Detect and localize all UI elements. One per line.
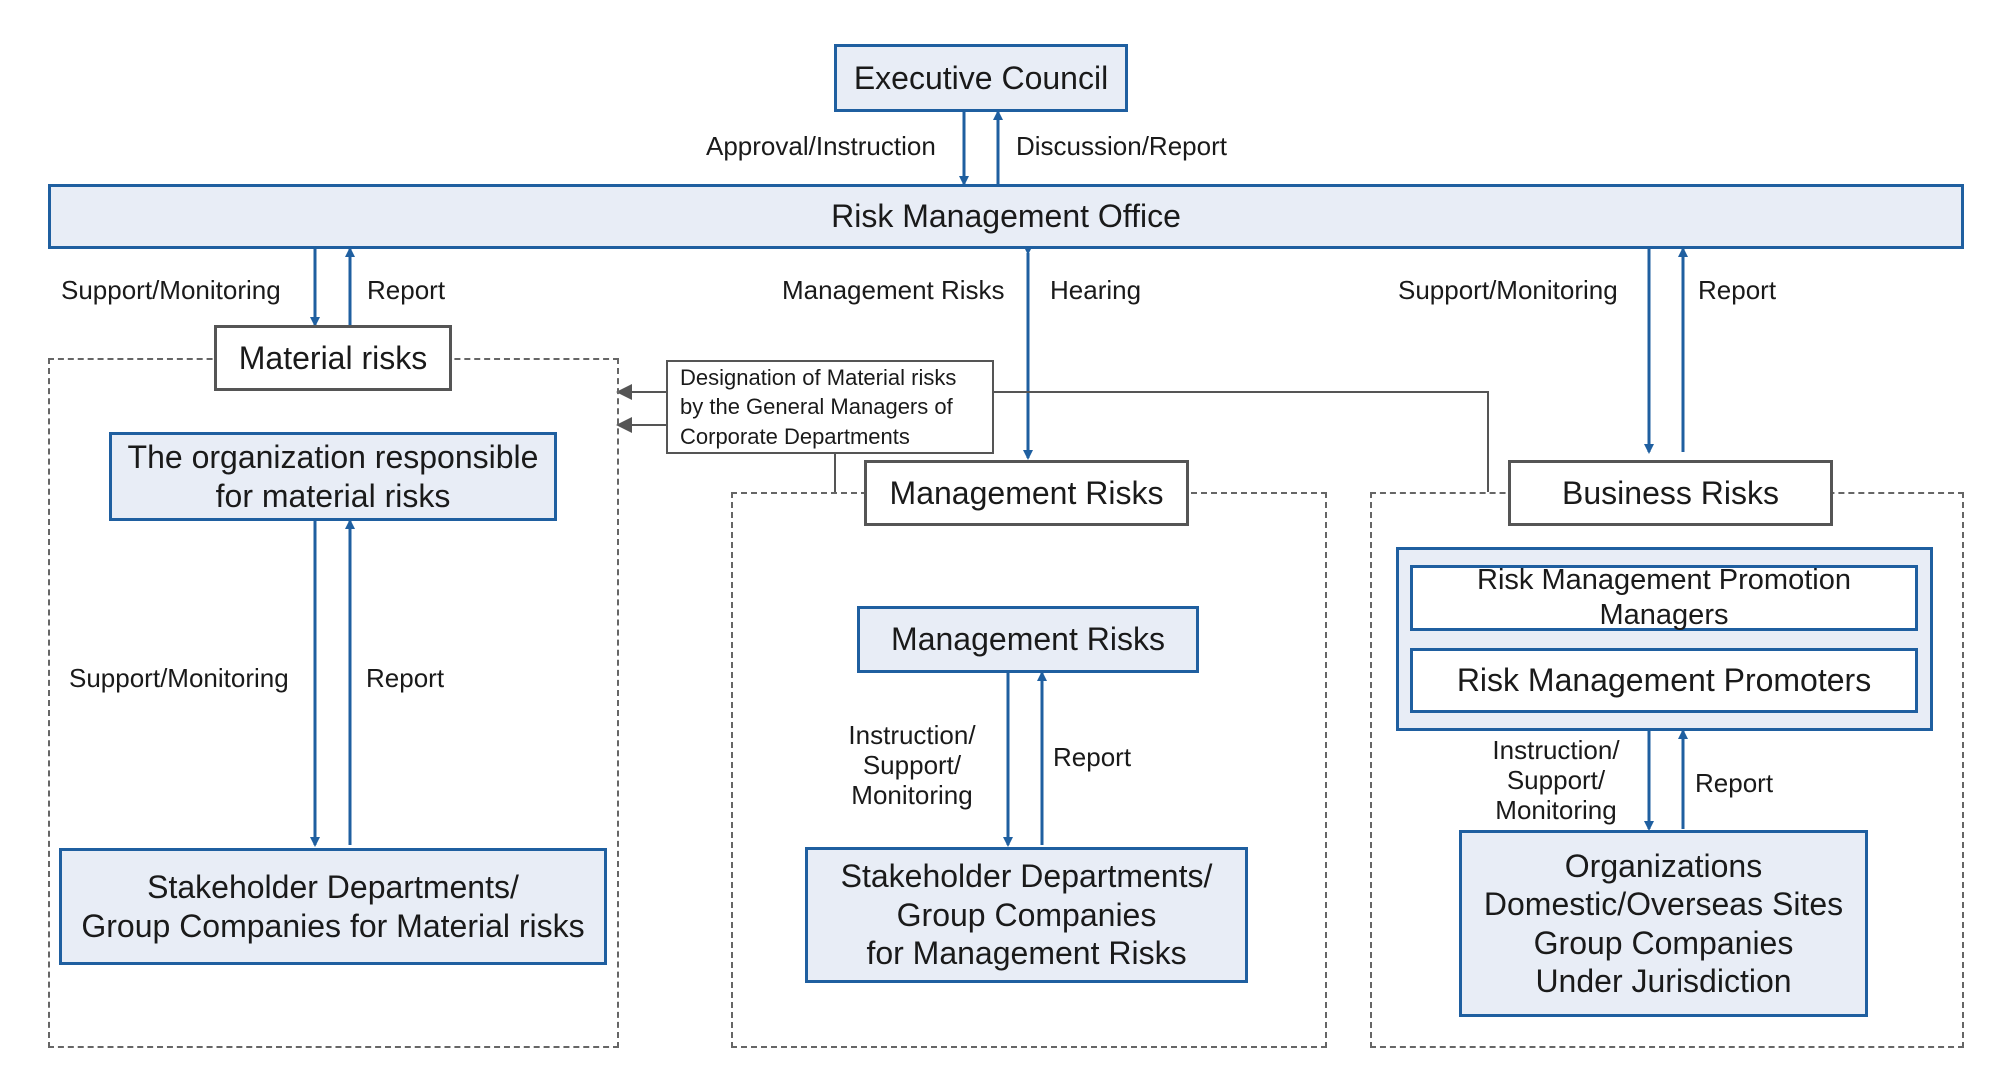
management-risks-inner-label: Management Risks bbox=[891, 621, 1165, 658]
approval-instruction-label: Approval/Instruction bbox=[706, 131, 936, 161]
discussion-report-label: Discussion/Report bbox=[1016, 131, 1227, 161]
org-responsible-label: The organization responsible for materia… bbox=[127, 439, 539, 514]
left-inner-report-label: Report bbox=[366, 663, 445, 693]
business-risks-header-label: Business Risks bbox=[1562, 474, 1779, 511]
risk-management-office-box: Risk Management Office bbox=[48, 184, 1964, 249]
note-connector-right bbox=[994, 391, 1489, 492]
promoters-box: Risk Management Promoters bbox=[1410, 648, 1918, 713]
center-inner-report-label: Report bbox=[1053, 742, 1132, 772]
center-management-risks-label: Management Risks bbox=[782, 275, 1005, 305]
executive-council-box: Executive Council bbox=[834, 44, 1128, 112]
material-risks-header-label: Material risks bbox=[238, 339, 428, 376]
management-stakeholders-label: Stakeholder Departments/ Group Companies… bbox=[840, 858, 1213, 972]
promotion-managers-box: Risk Management Promotion Managers bbox=[1410, 564, 1918, 631]
left-support-monitoring-label: Support/Monitoring bbox=[61, 275, 281, 305]
management-risks-header: Management Risks bbox=[864, 460, 1189, 526]
right-report-label: Report bbox=[1698, 275, 1777, 305]
center-instruction-label: Instruction/ Support/ Monitoring bbox=[848, 720, 976, 810]
designation-note: Designation of Material risks by the Gen… bbox=[666, 360, 994, 454]
promotion-managers-label: Risk Management Promotion Managers bbox=[1477, 564, 1851, 631]
right-support-monitoring-label: Support/Monitoring bbox=[1398, 275, 1618, 305]
material-risks-header: Material risks bbox=[214, 325, 452, 391]
org-responsible-box: The organization responsible for materia… bbox=[109, 432, 557, 521]
material-stakeholders-label: Stakeholder Departments/ Group Companies… bbox=[81, 869, 585, 944]
organizations-label: Organizations Domestic/Overseas Sites Gr… bbox=[1483, 847, 1844, 999]
material-stakeholders-box: Stakeholder Departments/ Group Companies… bbox=[59, 848, 607, 965]
right-instruction-label: Instruction/ Support/ Monitoring bbox=[1492, 735, 1620, 825]
management-risks-header-label: Management Risks bbox=[889, 474, 1164, 511]
management-risks-inner-box: Management Risks bbox=[857, 606, 1199, 673]
left-inner-support-monitoring-label: Support/Monitoring bbox=[69, 663, 289, 693]
risk-management-office-label: Risk Management Office bbox=[831, 198, 1181, 235]
promoters-label: Risk Management Promoters bbox=[1456, 662, 1872, 699]
executive-council-label: Executive Council bbox=[853, 59, 1109, 96]
right-inner-report-label: Report bbox=[1695, 768, 1774, 798]
center-hearing-label: Hearing bbox=[1050, 275, 1142, 305]
designation-note-text: Designation of Material risks by the Gen… bbox=[680, 365, 957, 449]
left-report-label: Report bbox=[367, 275, 446, 305]
business-risks-header: Business Risks bbox=[1508, 460, 1833, 526]
organizations-box: Organizations Domestic/Overseas Sites Gr… bbox=[1459, 830, 1868, 1017]
management-stakeholders-box: Stakeholder Departments/ Group Companies… bbox=[805, 847, 1248, 983]
